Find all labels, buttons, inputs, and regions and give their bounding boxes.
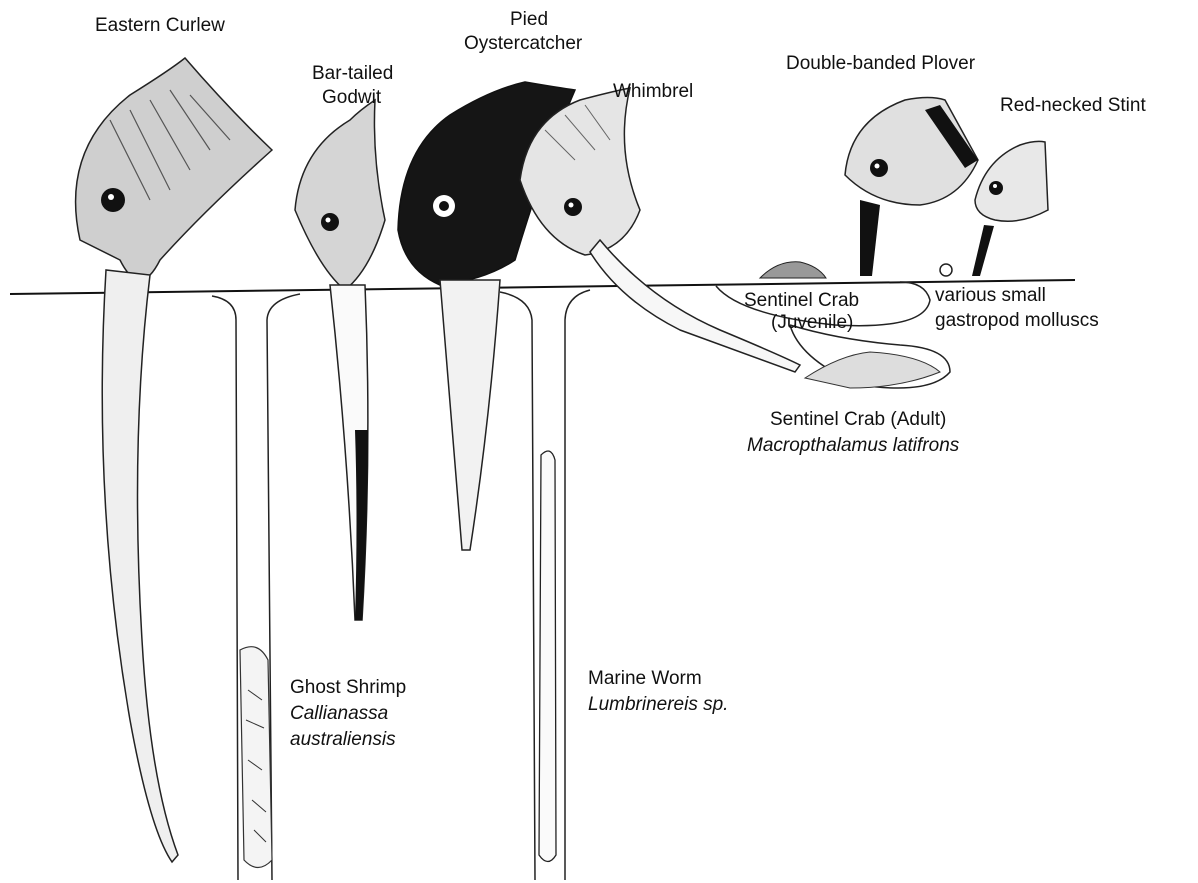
label-ghost-shrimp-genus: Callianassa: [290, 702, 388, 726]
label-sentinel-crab-juvenile-line1: Sentinel Crab: [744, 289, 859, 313]
label-bar-tailed-godwit-line1: Bar-tailed: [312, 62, 393, 86]
red-necked-stint-head: [972, 141, 1048, 276]
label-red-necked-stint: Red-necked Stint: [1000, 94, 1146, 118]
label-sentinel-crab-adult: Sentinel Crab (Adult): [770, 408, 946, 432]
bar-tailed-godwit-head: [295, 100, 385, 620]
label-bar-tailed-godwit-line2: Godwit: [322, 86, 381, 110]
label-double-banded-plover: Double-banded Plover: [786, 52, 975, 76]
label-sentinel-crab-juvenile-line2: (Juvenile): [771, 311, 853, 335]
ghost-shrimp: [240, 647, 272, 868]
label-eastern-curlew: Eastern Curlew: [95, 14, 225, 38]
gastropod-shell: [940, 264, 952, 276]
marine-worm: [539, 451, 556, 862]
label-sentinel-crab-adult-species: Macropthalamus latifrons: [747, 434, 959, 458]
label-ghost-shrimp-species: australiensis: [290, 728, 396, 752]
label-marine-worm-species: Lumbrinereis sp.: [588, 693, 728, 717]
label-whimbrel: Whimbrel: [613, 80, 693, 104]
whimbrel-head: [520, 88, 800, 372]
label-small-gastropods-line2: gastropod molluscs: [935, 309, 1099, 333]
label-pied-oystercatcher-line2: Oystercatcher: [464, 32, 582, 56]
label-ghost-shrimp: Ghost Shrimp: [290, 676, 406, 700]
double-banded-plover-head: [845, 98, 978, 277]
ground-surface-line: [10, 280, 1075, 294]
label-small-gastropods-line1: various small: [935, 284, 1046, 308]
label-pied-oystercatcher-line1: Pied: [510, 8, 548, 32]
label-marine-worm: Marine Worm: [588, 667, 702, 691]
